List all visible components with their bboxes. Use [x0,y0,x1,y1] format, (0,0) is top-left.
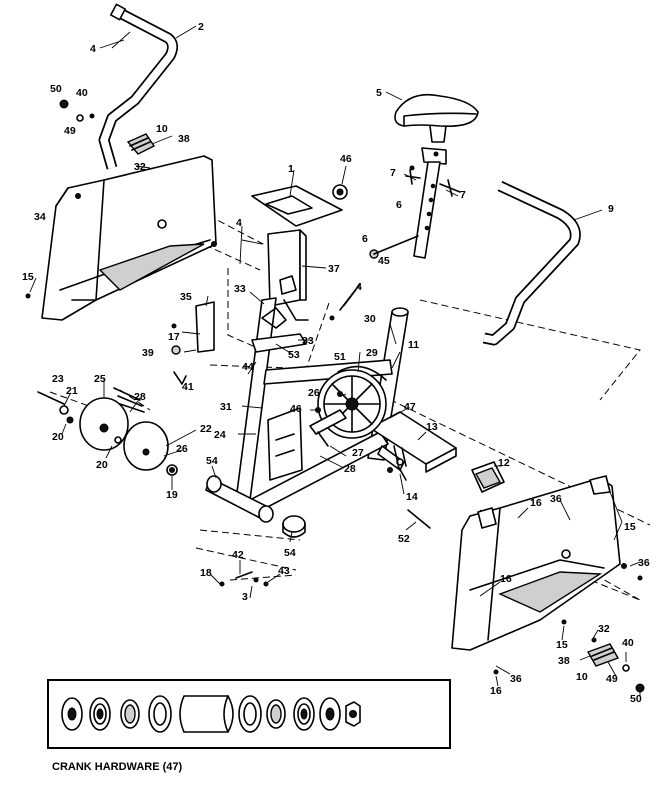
callout-21: 21 [66,385,78,397]
callout-47: 47 [404,401,416,413]
callout-35: 35 [180,291,192,303]
leader-lines [29,25,641,696]
callout-4: 4 [90,43,96,55]
callout-25: 25 [94,373,106,385]
callout-28b: 28 [344,463,356,475]
callout-2: 2 [198,21,204,33]
callout-50: 50 [50,83,62,95]
right-shroud [451,475,621,651]
callout-28: 28 [134,391,146,403]
brake-cable-23 [37,387,145,413]
callout-49b: 49 [606,673,618,685]
callout-44: 44 [242,361,254,373]
callout-51: 51 [334,351,346,363]
callout-19: 19 [166,489,178,501]
callout-54b: 54 [284,547,296,559]
callout-17: 17 [168,331,180,343]
callout-24: 24 [214,429,226,441]
callout-6b: 6 [362,233,368,245]
callout-40b: 40 [622,637,634,649]
callout-22: 22 [200,423,212,435]
callout-33b: 33 [302,335,314,347]
callout-45: 45 [378,255,390,267]
callout-46b: 46 [290,403,302,415]
callout-15: 15 [22,271,34,283]
callout-31: 31 [220,401,232,413]
console-mast [267,229,309,321]
callout-7b: 7 [460,189,466,201]
callout-36b: 36 [638,557,650,569]
front-foot-cap [282,515,306,538]
callout-20: 20 [52,431,64,443]
callout-37: 37 [328,263,340,275]
callout-38: 38 [178,133,190,145]
callout-50b: 50 [630,693,642,705]
callout-18: 18 [200,567,212,579]
callout-10b: 10 [576,671,588,683]
callout-9: 9 [608,203,614,215]
callout-4b: 4 [236,217,242,229]
callout-14: 14 [406,491,418,503]
callout-27: 27 [352,447,364,459]
callout-23: 23 [52,373,64,385]
callout-26b: 26 [176,443,188,455]
brake-disc-26 [123,421,169,471]
callout-10: 10 [156,123,168,135]
callout-53: 53 [288,349,300,361]
callout-15b: 15 [624,521,636,533]
callout-49: 49 [64,125,76,137]
callout-32b: 32 [598,623,610,635]
callout-3: 3 [242,591,248,603]
console [251,184,348,227]
callout-4c: 4 [356,281,362,293]
inset-caption: CRANK HARDWARE (47) [52,761,183,773]
pedal-12 [471,461,505,493]
callout-7: 7 [390,167,396,179]
callout-52: 52 [398,533,410,545]
callout-38b: 38 [558,655,570,667]
callout-1: 1 [288,163,294,175]
right-handlebar [482,181,581,346]
callout-16c: 16 [490,685,502,697]
callout-20b: 20 [96,459,108,471]
small-hardware [25,99,645,693]
callout-40: 40 [76,87,88,99]
callout-26: 26 [308,387,320,399]
callout-30: 30 [364,313,376,325]
callout-41: 41 [182,381,194,393]
callout-29: 29 [366,347,378,359]
callout-43: 43 [278,565,290,577]
callout-15c: 15 [556,639,568,651]
seat [394,93,479,143]
callout-54: 54 [206,455,218,467]
callout-6: 6 [396,199,402,211]
callout-16b: 16 [500,573,512,585]
callout-39: 39 [142,347,154,359]
left-shroud [41,155,217,321]
callout-12: 12 [498,457,510,469]
callout-33: 33 [234,283,246,295]
callout-labels: 2 4 50 40 49 10 38 32 1 46 5 7 7 6 6 45 … [22,21,650,705]
callout-5: 5 [376,87,382,99]
right-foot-strap [586,643,620,667]
left-handlebar [98,3,179,170]
crank-hardware-inset [47,679,451,749]
callout-36: 36 [550,493,562,505]
callout-42: 42 [232,549,244,561]
callout-36c: 36 [510,673,522,685]
callout-11: 11 [408,339,419,351]
callout-13: 13 [426,421,438,433]
left-foot-strap [126,133,156,155]
callout-46: 46 [340,153,352,165]
callout-32: 32 [134,161,146,173]
callout-34: 34 [34,211,46,223]
seat-post [405,147,461,259]
callout-16: 16 [530,497,542,509]
